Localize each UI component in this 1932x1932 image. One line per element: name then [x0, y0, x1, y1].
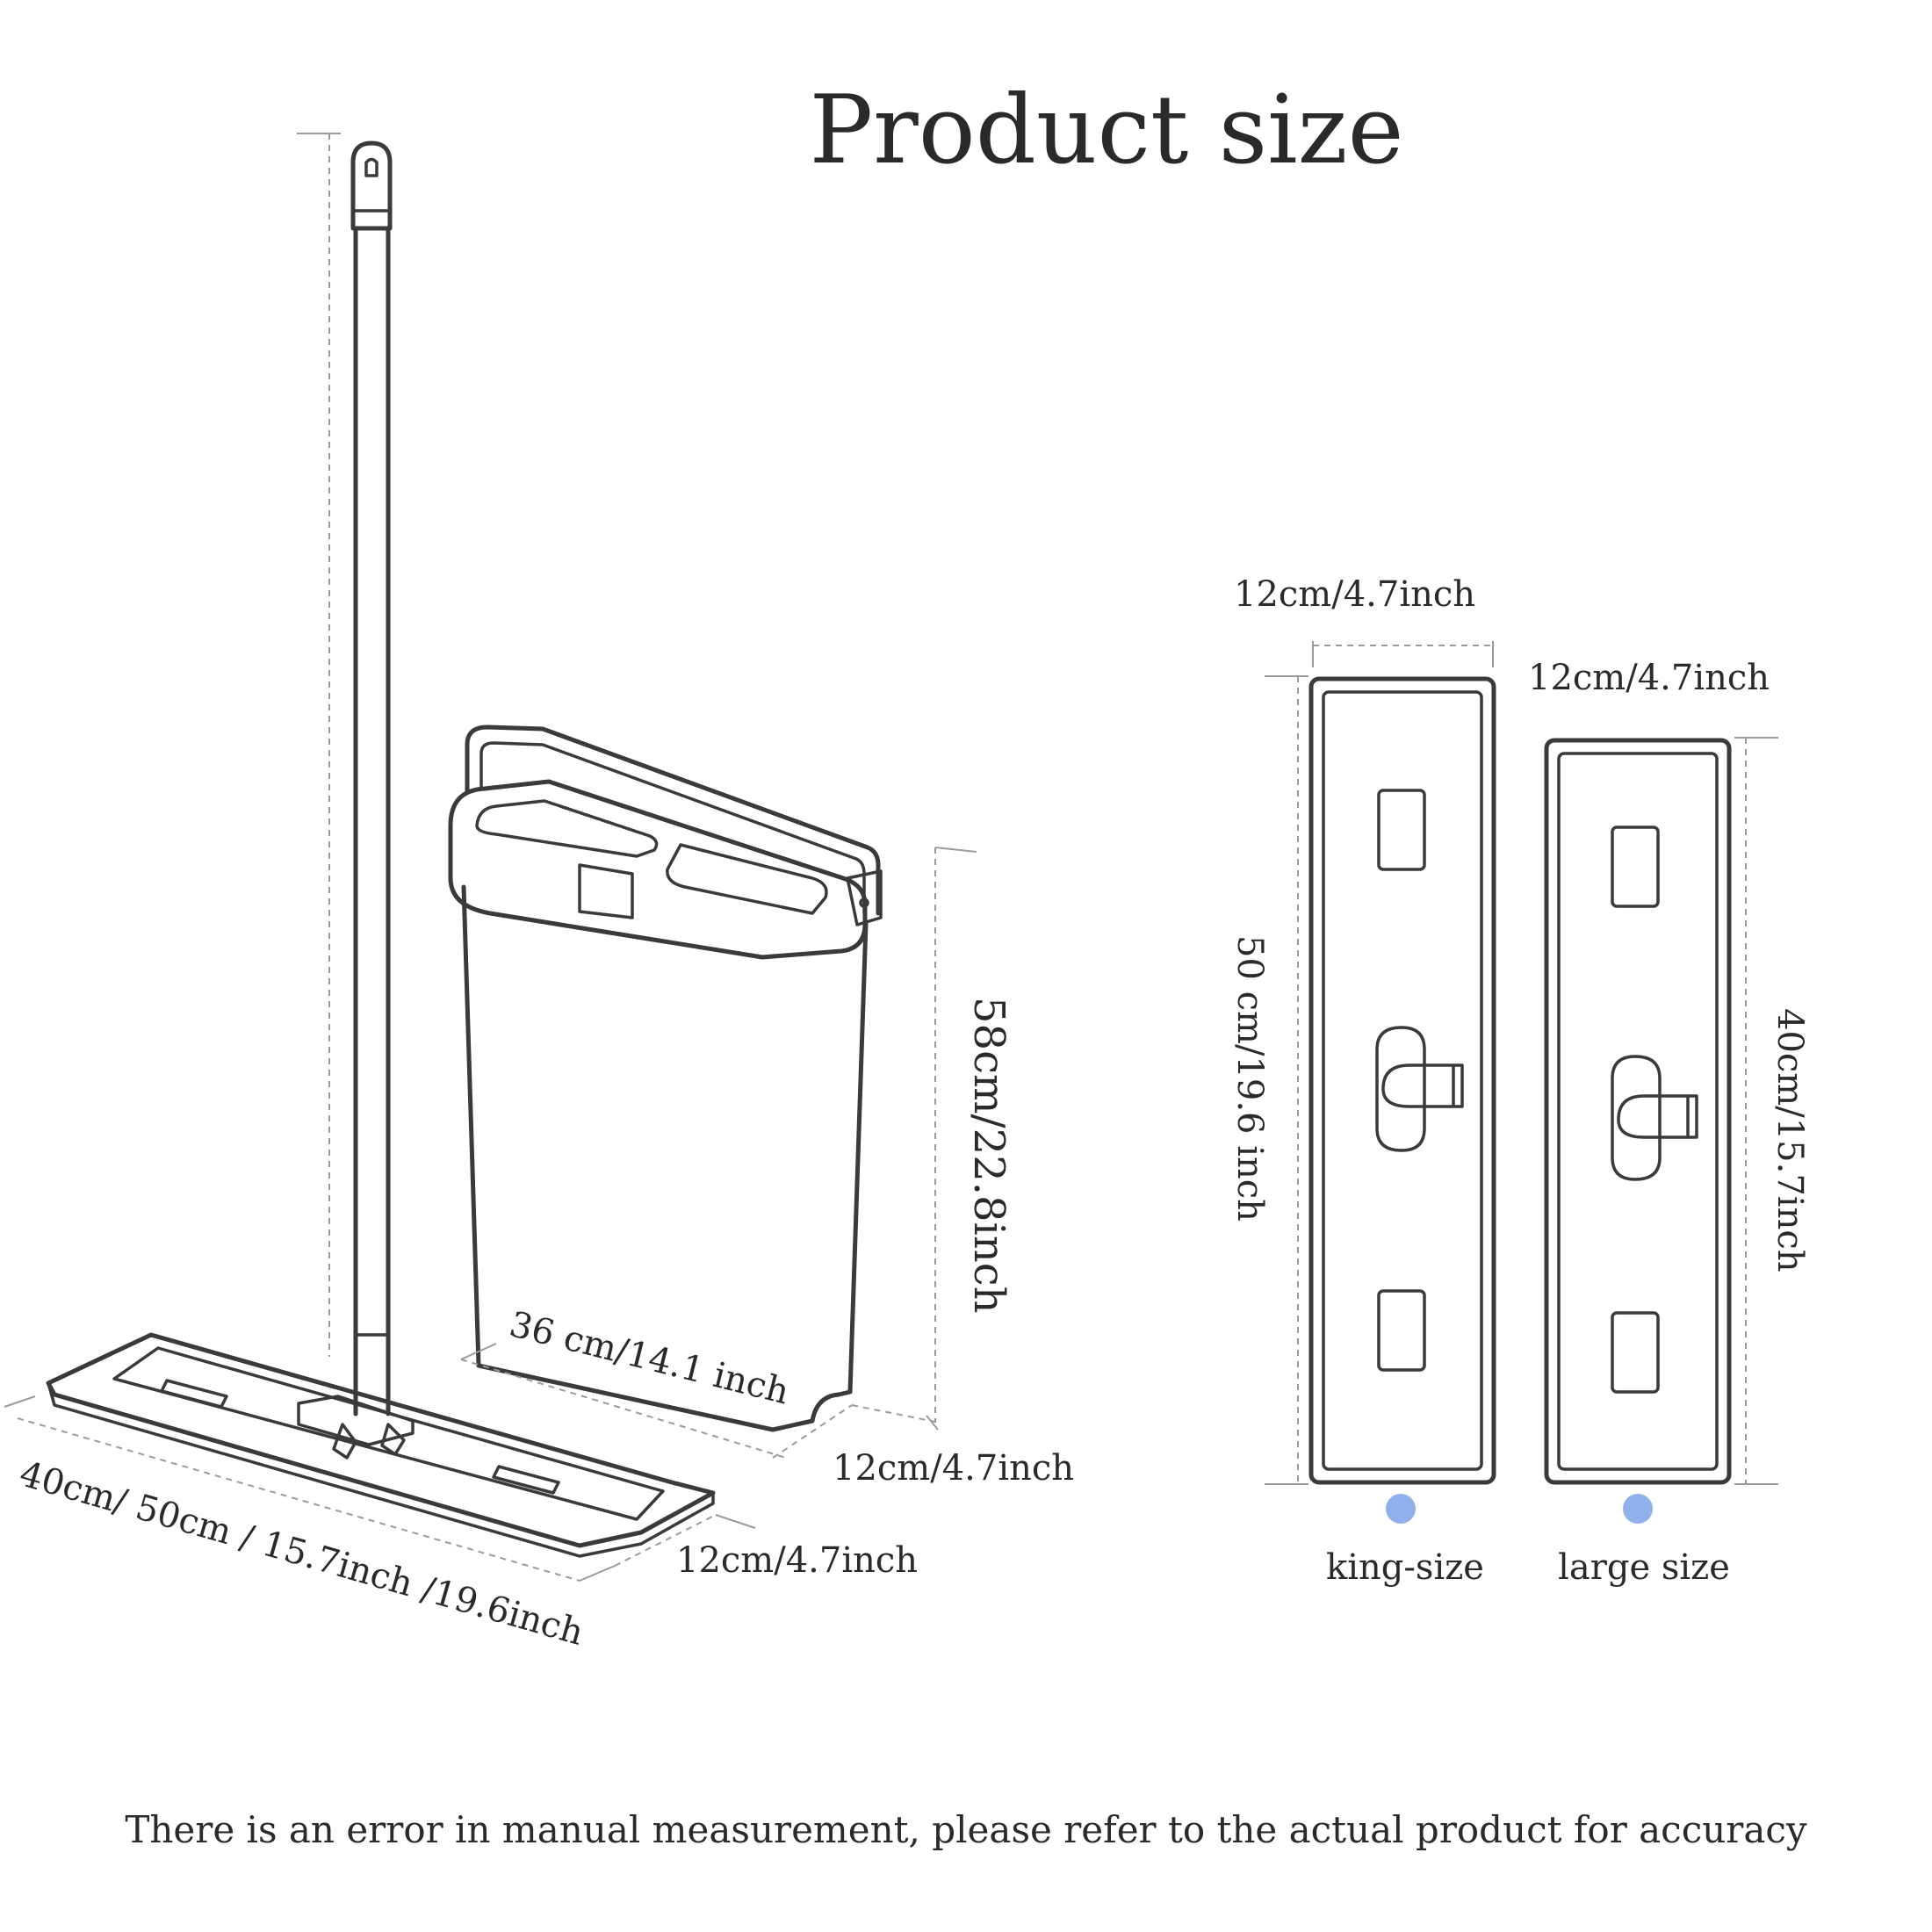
pad-king-inner	[1322, 690, 1483, 1471]
page-title: Product size	[809, 76, 1403, 185]
mop-pad-slot-2	[492, 1465, 560, 1495]
pad-king-slot-top	[1377, 789, 1426, 871]
mop-joint-right	[380, 1423, 406, 1456]
pad-king-joint-plate	[1375, 1026, 1426, 1152]
bucket-latch	[578, 863, 634, 919]
pad-king-joint-clip	[1381, 1063, 1464, 1108]
mop-pad-width-guide	[614, 1514, 717, 1567]
pad-king-dot	[1386, 1494, 1416, 1524]
pad-large-slot-top	[1611, 825, 1660, 908]
mop-pad-width-label: 12cm/4.7inch	[676, 1540, 918, 1581]
pad-large-size: 12cm/4.7inch 40cm/15.7inch large size	[1528, 658, 1810, 1588]
pad-large-inner	[1557, 752, 1719, 1471]
pad-large-dot	[1623, 1494, 1653, 1524]
pad-king-width-label: 12cm/4.7inch	[1234, 574, 1475, 615]
pad-king-length-label: 50 cm/19.6 inch	[1229, 935, 1270, 1222]
bucket-width-guide	[772, 1404, 853, 1459]
mop-pad-slot-1	[160, 1379, 228, 1409]
pad-king-outer	[1308, 676, 1496, 1485]
pad-large-joint-plate	[1611, 1055, 1662, 1181]
pad-large-length-label: 40cm/15.7inch	[1770, 1008, 1810, 1272]
pad-king-size: 12cm/4.7inch 50 cm/19.6 inch king-size	[1229, 574, 1496, 1588]
mop-hang-hole	[364, 157, 378, 177]
pad-large-slot-bottom	[1611, 1311, 1660, 1394]
bucket-width-label: 12cm/4.7inch	[833, 1448, 1074, 1489]
bucket-height-label: 58cm/22.8inch	[964, 997, 1013, 1314]
mop-pad-side	[47, 1382, 715, 1558]
pad-large-width-label: 12cm/4.7inch	[1528, 658, 1770, 698]
bucket-handle	[465, 724, 881, 916]
pad-king-caption: king-size	[1326, 1547, 1484, 1588]
mop-joint-base	[297, 1395, 415, 1446]
bucket-lid-well-2	[666, 843, 828, 915]
pad-large-outer	[1544, 738, 1732, 1485]
mop-joint-left	[332, 1423, 357, 1460]
mop-handle-grip	[350, 141, 393, 231]
pad-large-joint-clip	[1617, 1094, 1698, 1139]
bucket-lid	[448, 779, 868, 960]
bucket-length-label: 36 cm/14.1 inch	[506, 1304, 793, 1412]
footer-note: There is an error in manual measurement,…	[125, 1808, 1807, 1851]
pad-large-caption: large size	[1558, 1547, 1730, 1588]
mop-pad-inner	[112, 1346, 665, 1521]
bucket-handle-clip	[846, 869, 883, 926]
bucket-body	[461, 884, 869, 1432]
bucket-illustration: 36 cm/14.1 inch 12cm/4.7inch 58cm/22.8in…	[448, 724, 1074, 1489]
pad-king-slot-bottom	[1377, 1289, 1426, 1372]
bucket-lid-well-1	[475, 799, 659, 858]
mop-illustration: 40cm/ 50cm / 15.7inch /19.6inch 12cm/4.7…	[4, 133, 918, 1654]
